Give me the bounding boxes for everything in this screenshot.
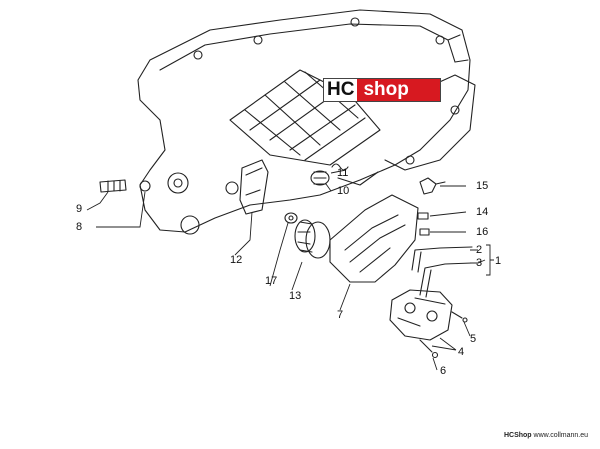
oil-pump-body xyxy=(389,289,453,341)
part-5-screw xyxy=(451,311,463,319)
callout-6: 6 xyxy=(440,365,447,377)
callout-8: 8 xyxy=(76,221,83,233)
part-7-pump-cover xyxy=(329,194,419,283)
part-2-hose xyxy=(411,246,473,271)
part-10-gear xyxy=(310,170,330,186)
callout-13: 13 xyxy=(289,290,302,302)
callout-5: 5 xyxy=(470,333,477,345)
part-11-spring xyxy=(331,163,349,171)
part-13-gear xyxy=(305,221,331,259)
hc-shop-logo: HC shop xyxy=(323,78,441,102)
callout-16: 16 xyxy=(476,226,489,238)
part-3-hose xyxy=(419,262,473,296)
callout-3: 3 xyxy=(476,257,483,269)
callout-14: 14 xyxy=(476,206,489,218)
footer-brand: HCShop xyxy=(503,432,532,439)
callout-15: 15 xyxy=(476,180,489,192)
part-14-fitting xyxy=(417,212,429,220)
logo-shop-text: shop xyxy=(357,79,440,101)
callout-7: 7 xyxy=(337,309,344,321)
footer-site-link[interactable]: www.collmann.eu xyxy=(533,432,588,439)
callout-10: 10 xyxy=(337,185,350,197)
part-17-washer xyxy=(284,212,298,224)
callout-12: 12 xyxy=(230,254,243,266)
part-8-washer xyxy=(139,180,151,192)
callout-17: 17 xyxy=(265,275,278,287)
callout-2: 2 xyxy=(476,244,483,256)
callout-9: 9 xyxy=(76,203,83,215)
part-12-bracket xyxy=(239,159,269,215)
crankcase-outline xyxy=(137,9,471,233)
callout-4: 4 xyxy=(458,346,465,358)
part-9-bolt xyxy=(99,179,127,193)
callout-11: 11 xyxy=(337,167,349,179)
part-15-clip xyxy=(419,177,437,195)
callout-1: 1 xyxy=(495,255,502,267)
logo-hc-text: HC xyxy=(324,79,358,101)
part-16-fitting xyxy=(419,228,430,236)
footer-credit: HCShop www.collmann.eu xyxy=(504,432,588,439)
part-6-screw xyxy=(419,339,433,353)
